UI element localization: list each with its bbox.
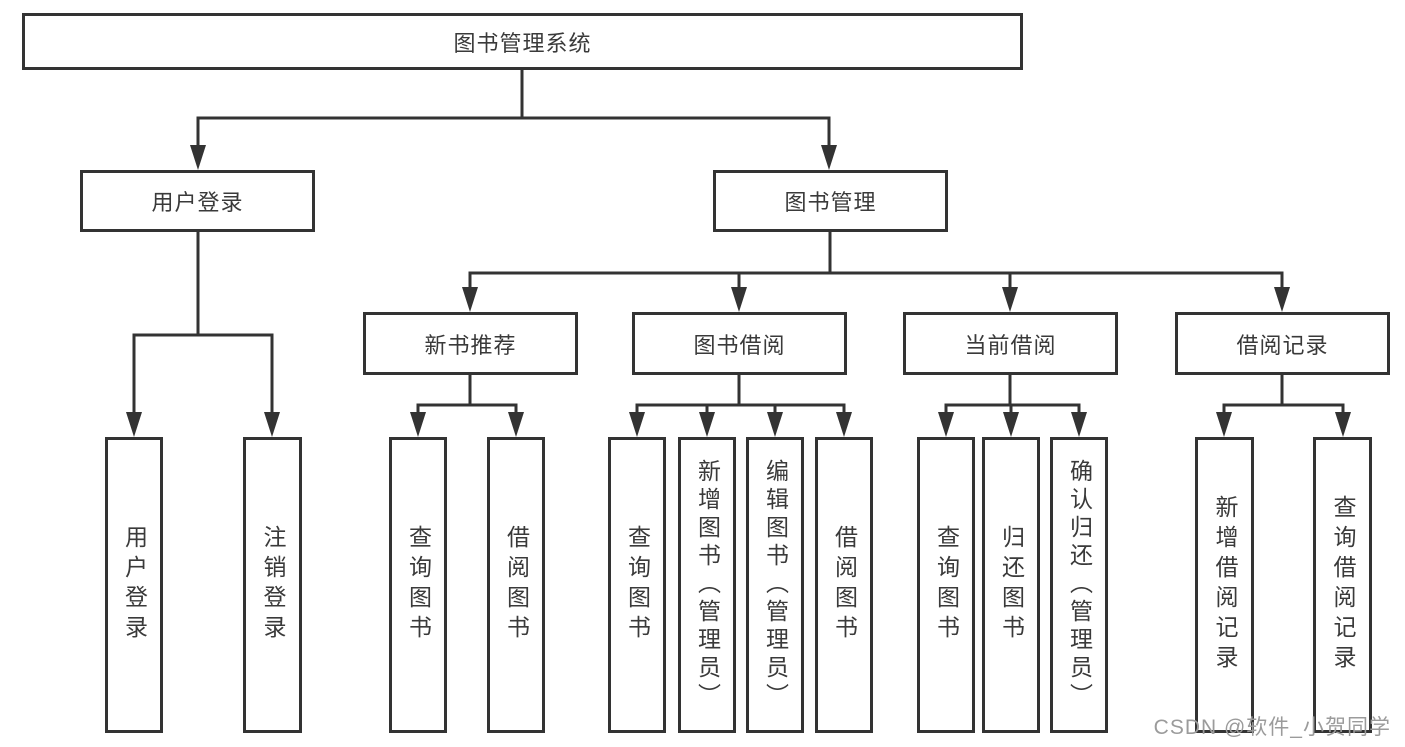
leaf-query-book-1: 查询图书 bbox=[389, 437, 447, 733]
node-label: 借阅记录 bbox=[1236, 332, 1329, 358]
leaf-add-borrow-record: 新增借阅记录 bbox=[1195, 437, 1254, 733]
node-label: 查询借阅记录 bbox=[1330, 495, 1356, 675]
node-label: 图书管理 bbox=[784, 190, 877, 215]
node-label: 编辑图书（管理员） bbox=[762, 459, 789, 711]
node-label: 归还图书 bbox=[998, 525, 1025, 645]
leaf-confirm-return-admin: 确认归还（管理员） bbox=[1050, 437, 1108, 733]
node-root: 图书管理系统 bbox=[22, 13, 1023, 70]
node-label: 当前借阅 bbox=[964, 332, 1057, 358]
node-label: 用户登录 bbox=[151, 190, 244, 215]
node-label: 确认归还（管理员） bbox=[1066, 459, 1093, 711]
leaf-user-login: 用户登录 bbox=[105, 437, 163, 733]
leaf-borrow-book-1: 借阅图书 bbox=[487, 437, 545, 733]
node-borrow-record: 借阅记录 bbox=[1175, 312, 1390, 375]
node-label: 查询图书 bbox=[933, 525, 960, 645]
leaf-return-book: 归还图书 bbox=[982, 437, 1040, 733]
node-label: 新增借阅记录 bbox=[1212, 495, 1238, 675]
node-label: 注销登录 bbox=[260, 525, 286, 645]
node-label: 查询图书 bbox=[624, 525, 651, 645]
leaf-query-borrow-record: 查询借阅记录 bbox=[1313, 437, 1372, 733]
node-label: 新增图书（管理员） bbox=[694, 459, 721, 711]
node-book-management: 图书管理 bbox=[713, 170, 948, 232]
csdn-watermark: CSDN @软件_小贺同学 bbox=[1153, 716, 1391, 739]
node-new-book-recommend: 新书推荐 bbox=[363, 312, 578, 375]
node-book-borrow: 图书借阅 bbox=[632, 312, 847, 375]
node-label: 新书推荐 bbox=[424, 332, 517, 358]
arrowheads bbox=[126, 145, 1351, 437]
leaf-query-book-2: 查询图书 bbox=[608, 437, 666, 733]
leaf-add-book-admin: 新增图书（管理员） bbox=[678, 437, 736, 733]
node-current-borrow: 当前借阅 bbox=[903, 312, 1118, 375]
leaf-edit-book-admin: 编辑图书（管理员） bbox=[746, 437, 804, 733]
leaf-logout: 注销登录 bbox=[243, 437, 302, 733]
node-label: 图书借阅 bbox=[693, 332, 786, 358]
leaf-borrow-book-2: 借阅图书 bbox=[815, 437, 873, 733]
node-label: 借阅图书 bbox=[503, 525, 530, 645]
node-label: 图书管理系统 bbox=[453, 30, 592, 56]
tree-edges bbox=[132, 70, 1345, 417]
leaf-query-book-3: 查询图书 bbox=[917, 437, 975, 733]
node-user-login: 用户登录 bbox=[80, 170, 315, 232]
node-label: 查询图书 bbox=[405, 525, 432, 645]
node-label: 用户登录 bbox=[121, 525, 148, 645]
node-label: 借阅图书 bbox=[831, 525, 858, 645]
